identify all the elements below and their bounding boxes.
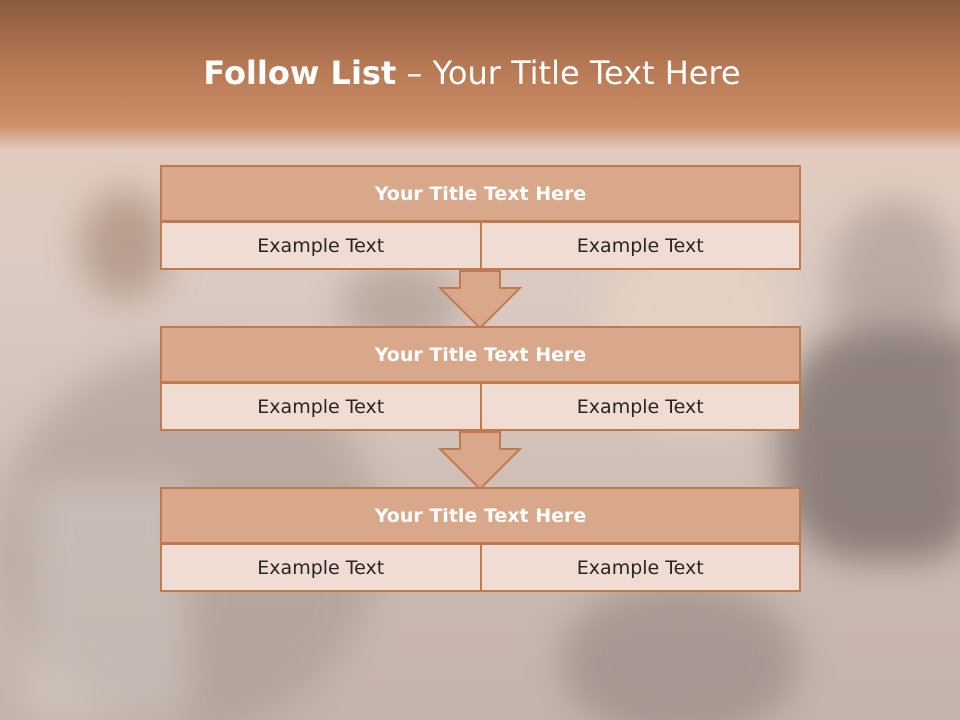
list-block-3: Your Title Text Here Example Text Exampl… [160, 487, 801, 592]
block-cell-left: Example Text [160, 543, 482, 592]
background-photo-gym [830, 200, 960, 360]
slide-title: Follow List – Your Title Text Here [0, 54, 944, 92]
block-row: Example Text Example Text [160, 221, 801, 270]
slide-title-bold: Follow List [203, 54, 397, 92]
block-title: Your Title Text Here [160, 165, 801, 222]
down-arrow-icon [438, 270, 522, 330]
block-cell-right: Example Text [479, 543, 801, 592]
block-title: Your Title Text Here [160, 487, 801, 544]
list-block-1: Your Title Text Here Example Text Exampl… [160, 165, 801, 270]
down-arrow-icon [438, 431, 522, 491]
block-cell-left: Example Text [160, 382, 482, 431]
block-cell-right: Example Text [479, 382, 801, 431]
block-cell-right: Example Text [479, 221, 801, 270]
block-row: Example Text Example Text [160, 543, 801, 592]
slide-title-rest: – Your Title Text Here [396, 54, 741, 92]
background-photo-person-torso [780, 330, 960, 560]
block-row: Example Text Example Text [160, 382, 801, 431]
block-title: Your Title Text Here [160, 326, 801, 383]
background-photo-equipment [560, 580, 800, 720]
list-block-2: Your Title Text Here Example Text Exampl… [160, 326, 801, 431]
background-photo-person [80, 190, 170, 300]
block-cell-left: Example Text [160, 221, 482, 270]
